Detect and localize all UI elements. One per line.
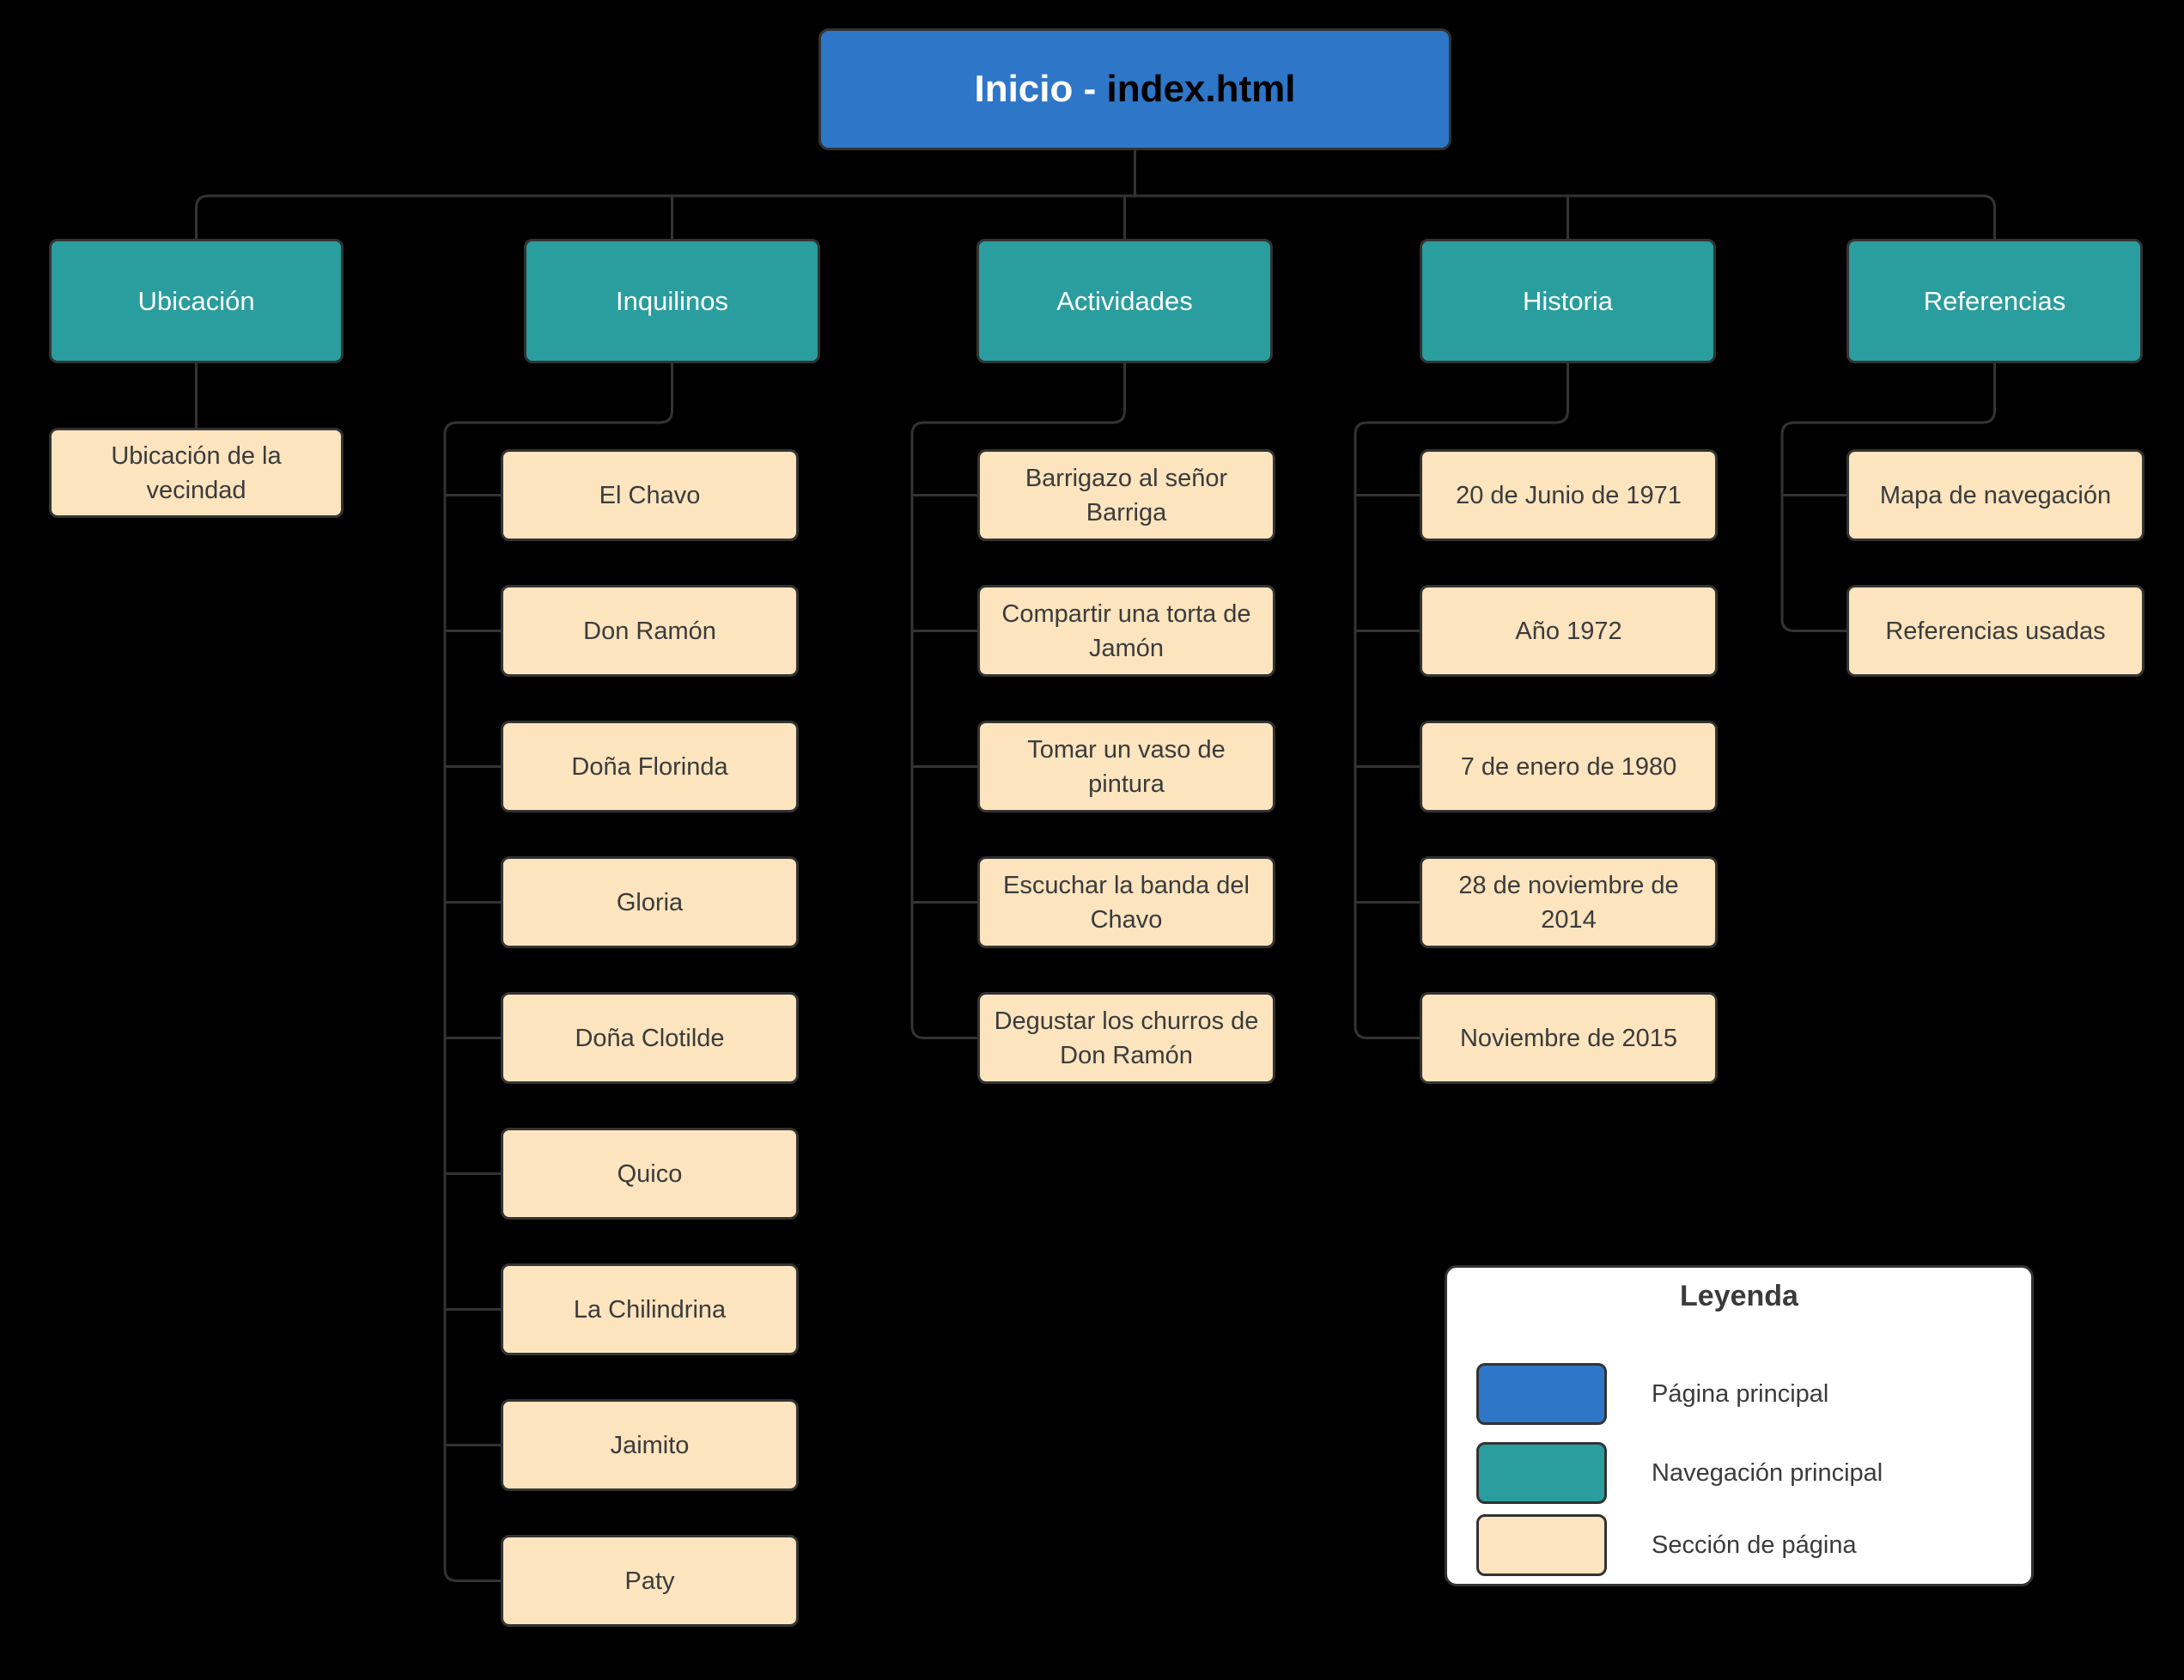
connector-trunk-historia <box>1354 363 1569 1039</box>
section-node-tomar-un-vaso-de-pintura[interactable]: Tomar un vaso de pintura <box>977 721 1275 813</box>
connector-bus <box>195 194 1996 239</box>
section-node-noviembre-de-2015[interactable]: Noviembre de 2015 <box>1420 992 1718 1084</box>
section-node-referencias-usadas[interactable]: Referencias usadas <box>1846 585 2144 677</box>
section-node-escuchar-la-banda-del-chavo[interactable]: Escuchar la banda del Chavo <box>977 856 1275 948</box>
section-node-label: Escuchar la banda del Chavo <box>1003 871 1250 934</box>
section-node-el-chavo[interactable]: El Chavo <box>501 449 799 541</box>
root-node-inicio[interactable]: Inicio - index.html <box>818 28 1451 150</box>
connector-trunk-referencias <box>1780 363 1996 632</box>
section-node-label: Quico <box>617 1160 683 1188</box>
legend-item-pagina-principal: Página principal <box>1476 1363 1883 1425</box>
legend-label: Navegación principal <box>1652 1459 1883 1487</box>
nav-node-inquilinos[interactable]: Inquilinos <box>524 239 820 363</box>
section-node-label: Ubicación de la vecindad <box>111 441 282 504</box>
section-node-barrigazo-al-senor-barriga[interactable]: Barrigazo al señor Barriga <box>977 449 1275 541</box>
section-node-label: Paty <box>624 1567 675 1595</box>
section-node-label: Referencias usadas <box>1885 617 2106 645</box>
nav-node-referencias[interactable]: Referencias <box>1846 239 2143 363</box>
legend-title: Leyenda <box>1680 1280 1798 1312</box>
section-node-label: Año 1972 <box>1515 617 1622 645</box>
section-node-dona-clotilde[interactable]: Doña Clotilde <box>501 992 799 1084</box>
section-node-7-de-enero-de-1980[interactable]: 7 de enero de 1980 <box>1420 721 1718 813</box>
connector-trunk-inquilinos <box>443 363 673 1582</box>
nav-node-historia[interactable]: Historia <box>1420 239 1716 363</box>
section-node-ano-1972[interactable]: Año 1972 <box>1420 585 1718 677</box>
nav-node-actividades[interactable]: Actividades <box>976 239 1273 363</box>
section-node-la-chilindrina[interactable]: La Chilindrina <box>501 1263 799 1355</box>
legend-swatch-seccion-de-pagina <box>1476 1514 1607 1576</box>
section-node-label: Degustar los churros de Don Ramón <box>994 1007 1259 1069</box>
legend-label: Página principal <box>1652 1380 1829 1408</box>
section-node-mapa-de-navegacion[interactable]: Mapa de navegación <box>1846 449 2144 541</box>
nav-node-ubicacion[interactable]: Ubicación <box>49 239 344 363</box>
section-node-dona-florinda[interactable]: Doña Florinda <box>501 721 799 813</box>
section-node-label: Doña Clotilde <box>575 1024 725 1052</box>
section-node-label: Noviembre de 2015 <box>1459 1024 1678 1052</box>
root-title-prefix: Inicio - <box>974 68 1107 110</box>
root-title-suffix: index.html <box>1106 68 1296 110</box>
connector-trunk-actividades <box>910 363 1126 1039</box>
section-node-label: Mapa de navegación <box>1879 481 2112 509</box>
section-node-label: La Chilindrina <box>573 1295 727 1324</box>
section-node-label: 20 de Junio de 1971 <box>1456 481 1682 509</box>
legend-item-navegacion-principal: Navegación principal <box>1476 1442 1883 1504</box>
section-node-label: Tomar un vaso de pintura <box>1027 735 1226 798</box>
section-node-label: Don Ramón <box>583 617 716 645</box>
section-node-don-ramon[interactable]: Don Ramón <box>501 585 799 677</box>
section-node-degustar-los-churros-de-don-ramon[interactable]: Degustar los churros de Don Ramón <box>977 992 1275 1084</box>
section-node-ubicacion-de-la-vecindad[interactable]: Ubicación de la vecindad <box>49 428 344 518</box>
legend-swatch-navegacion-principal <box>1476 1442 1607 1504</box>
section-node-label: Barrigazo al señor Barriga <box>1025 464 1228 527</box>
section-node-gloria[interactable]: Gloria <box>501 856 799 948</box>
section-node-label: Doña Florinda <box>571 752 728 781</box>
section-node-20-de-junio-de-1971[interactable]: 20 de Junio de 1971 <box>1420 449 1718 541</box>
section-node-paty[interactable]: Paty <box>501 1535 799 1627</box>
section-node-label: Compartir una torta de Jamón <box>1001 600 1251 662</box>
section-node-quico[interactable]: Quico <box>501 1128 799 1220</box>
legend-item-seccion-de-pagina: Sección de página <box>1476 1514 1883 1576</box>
section-node-label: 7 de enero de 1980 <box>1460 752 1677 781</box>
legend-label: Sección de página <box>1652 1531 1857 1559</box>
legend-swatch-pagina-principal <box>1476 1363 1607 1425</box>
section-node-28-de-noviembre-de-2014[interactable]: 28 de noviembre de 2014 <box>1420 856 1718 948</box>
section-node-label: Gloria <box>616 888 684 916</box>
section-node-label: El Chavo <box>599 481 701 509</box>
section-node-jaimito[interactable]: Jaimito <box>501 1399 799 1491</box>
section-node-label: 28 de noviembre de 2014 <box>1458 871 1679 934</box>
section-node-compartir-una-torta-de-jamon[interactable]: Compartir una torta de Jamón <box>977 585 1275 677</box>
section-node-label: Jaimito <box>610 1431 690 1459</box>
